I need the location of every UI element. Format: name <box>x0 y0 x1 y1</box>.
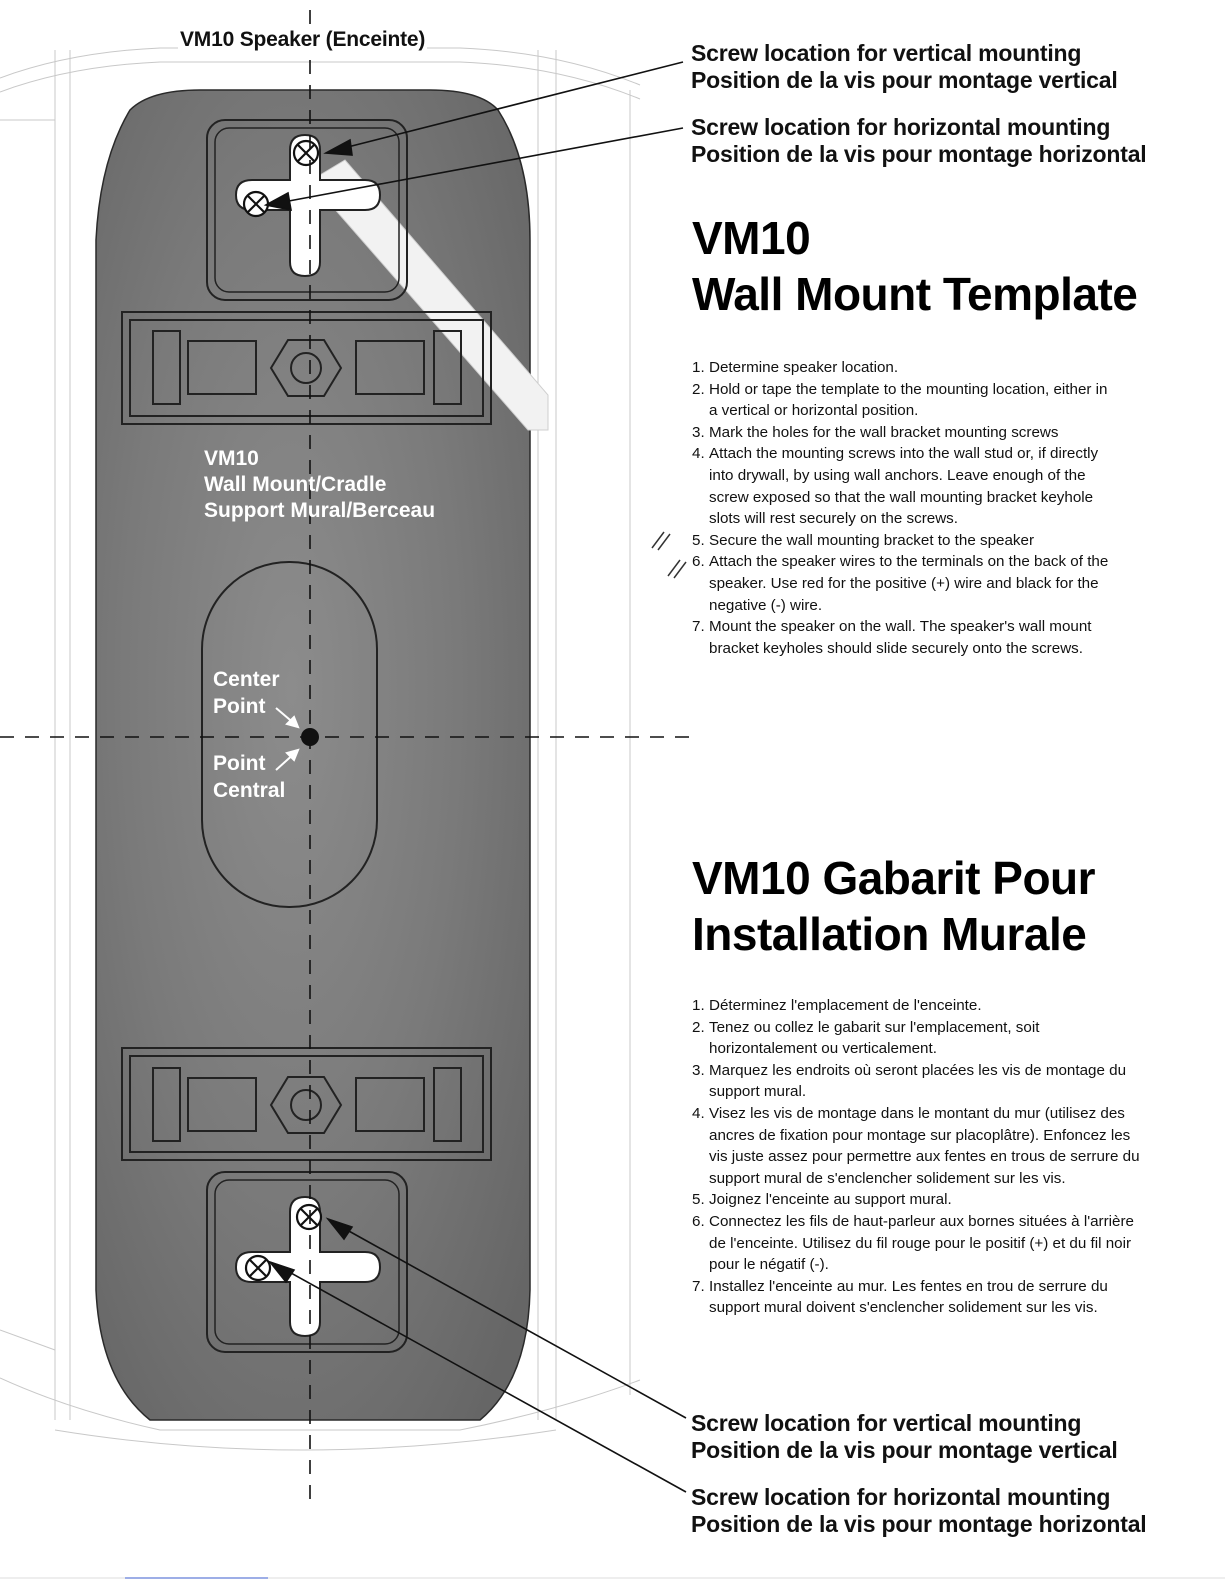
bracket-label-line: Wall Mount/Cradle <box>204 473 387 496</box>
center-point-label-en: Center Point <box>213 668 280 718</box>
callout-top-vertical-fr: Position de la vis pour montage vertical <box>691 67 1118 93</box>
english-step: 4.Attach the mounting screws into the wa… <box>692 445 1099 528</box>
bracket-label: VM10 Wall Mount/Cradle Support Mural/Ber… <box>204 446 435 524</box>
english-step: 6.Attach the speaker wires to the termin… <box>692 553 1109 614</box>
english-step: 3.Mark the holes for the wall bracket mo… <box>692 423 1059 441</box>
center-lines <box>0 10 700 1500</box>
french-step: 3.Marquez les endroits où seront placées… <box>692 1061 1127 1101</box>
french-step: 1.Déterminez l'emplacement de l'enceinte… <box>692 997 982 1014</box>
callout-bottom-vertical: Screw location for vertical mounting Pos… <box>691 1410 1118 1464</box>
callout-top-vertical: Screw location for vertical mounting Pos… <box>691 40 1118 94</box>
callout-top-vertical-en: Screw location for vertical mounting <box>691 40 1082 66</box>
center-point-label-fr: Point Central <box>213 752 286 802</box>
english-title-line-1: VM10 <box>692 212 811 264</box>
callout-top-horizontal-en: Screw location for horizontal mounting <box>691 114 1111 140</box>
bottom-rail-bracket <box>121 1047 492 1161</box>
english-step: 5.Secure the wall mounting bracket to th… <box>692 531 1035 549</box>
speaker-outline <box>0 47 1225 1579</box>
english-step: 1.Determine speaker location. <box>692 359 899 376</box>
english-steps: 1.Determine speaker location. 2.Hold or … <box>692 357 1112 659</box>
english-title: VM10 Wall Mount Template <box>692 210 1138 322</box>
top-keyhole-bracket <box>206 119 408 301</box>
callout-bottom-vertical-en: Screw location for vertical mounting <box>691 1410 1082 1436</box>
center-oval <box>201 561 378 908</box>
callout-bottom-vertical-fr: Position de la vis pour montage vertical <box>691 1437 1118 1463</box>
french-title-line-2: Installation Murale <box>692 908 1087 960</box>
center-arrows <box>275 707 300 771</box>
callout-top-horizontal: Screw location for horizontal mounting P… <box>691 114 1147 168</box>
speaker-label: VM10 Speaker (Enceinte) <box>178 27 428 53</box>
top-rail-bracket <box>121 311 492 425</box>
french-title-line-1: VM10 Gabarit Pour <box>692 852 1096 904</box>
french-step: 4.Visez les vis de montage dans le monta… <box>692 1104 1140 1187</box>
bottom-keyhole-bracket <box>206 1171 408 1353</box>
french-step: 5.Joignez l'enceinte au support mural. <box>692 1191 952 1209</box>
callout-bottom-horizontal-en: Screw location for horizontal mounting <box>691 1484 1111 1510</box>
bracket-label-line: VM10 <box>204 447 259 470</box>
leader-lines <box>263 61 687 1493</box>
margin-marks <box>651 531 687 579</box>
callout-bottom-horizontal: Screw location for horizontal mounting P… <box>691 1484 1147 1538</box>
english-step: 2.Hold or tape the template to the mount… <box>692 380 1108 420</box>
template-body <box>95 89 531 1421</box>
french-step: 6.Connectez les fils de haut-parleur aux… <box>692 1212 1134 1274</box>
bracket-label-line: Support Mural/Berceau <box>204 499 436 522</box>
callout-top-horizontal-fr: Position de la vis pour montage horizont… <box>691 141 1147 167</box>
french-step: 2.Tenez ou collez le gabarit sur l'empla… <box>692 1018 1040 1058</box>
english-title-line-2: Wall Mount Template <box>692 268 1138 320</box>
callout-bottom-horizontal-fr: Position de la vis pour montage horizont… <box>691 1511 1147 1537</box>
english-step: 7.Mount the speaker on the wall. The spe… <box>692 618 1092 657</box>
center-point-dot <box>301 728 319 746</box>
screw-marks <box>242 139 323 1282</box>
french-steps: 1.Déterminez l'emplacement de l'enceinte… <box>692 995 1142 1319</box>
french-title: VM10 Gabarit Pour Installation Murale <box>692 850 1096 962</box>
french-step: 7.Installez l'enceinte au mur. Les fente… <box>692 1277 1108 1317</box>
